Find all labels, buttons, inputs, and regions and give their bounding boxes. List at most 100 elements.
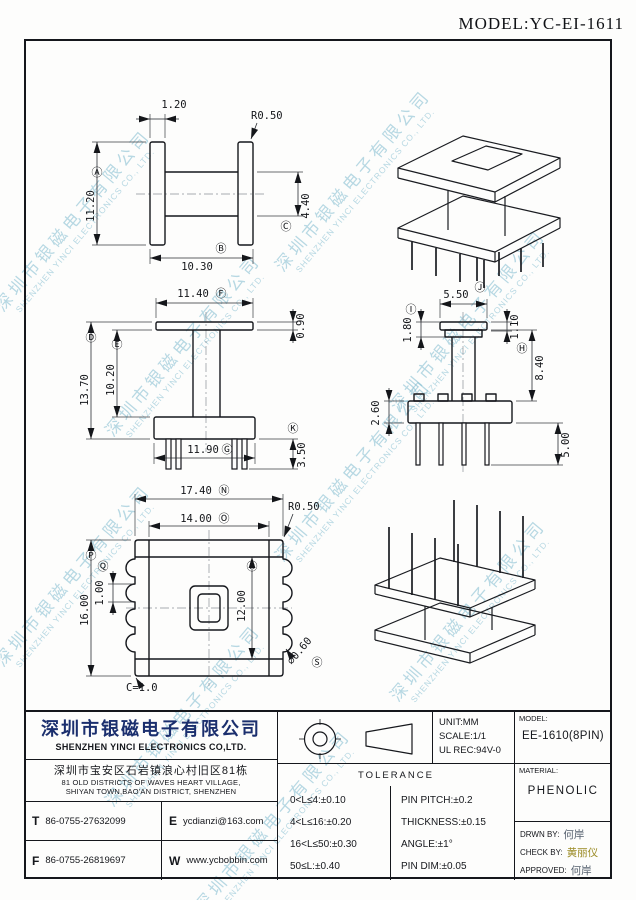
dim-letter-k: Ⓚ [288, 422, 299, 435]
base-face [374, 557, 536, 609]
dim-text-front-width: 10.30 [181, 261, 213, 273]
telephone-cell: T 86-0755-27632099 [25, 802, 162, 841]
top-overall-depth-dimension: Ⓟ 16.00 [79, 539, 131, 677]
pin [165, 438, 172, 470]
model-label: MODEL: [519, 714, 548, 723]
dim-letter-b: Ⓑ [216, 242, 227, 255]
base-tooth [461, 393, 473, 402]
dim-text-front-radius: R0.50 [251, 110, 283, 122]
dim-text-front-flange: 1.20 [161, 99, 186, 111]
approved-row: APPROVED: 何岸 [515, 861, 611, 879]
company-name-cn: 深圳市银磁电子有限公司 [41, 719, 261, 739]
side-pin-length-dimension: Ⓚ 3.50 [249, 422, 308, 470]
fax-cell: F 86-0755-26819697 [25, 841, 162, 880]
dim-text-top-pin-diameter: ⌀0.60 [285, 635, 315, 667]
end-window-height-dimension: Ⓗ 8.40 [491, 329, 546, 402]
dim-text-side-window-height: 10.20 [105, 364, 117, 396]
dim-letter-g: Ⓖ [222, 443, 233, 456]
side-overall-height-dimension: Ⓓ 13.70 [79, 321, 152, 440]
top-flange-outline [155, 321, 254, 331]
check-by-label: CHECK BY: [520, 847, 563, 857]
dim-text-front-height: 11.20 [85, 190, 97, 222]
material-value: PHENOLIC [527, 785, 599, 797]
dim-text-top-radius: R0.50 [288, 501, 320, 513]
dim-text-top-slot: 1.00 [94, 580, 106, 605]
dim-text-top-inner-width: 14.00 [180, 513, 212, 525]
dim-text-end-top-width: 5.50 [443, 289, 468, 301]
unit-text: UNIT:MM [439, 717, 479, 728]
top-inner-depth-dimension: Ⓡ 12.00 [236, 557, 258, 659]
email-cell: E ycdianzi@163.com [162, 802, 278, 841]
leader-line [285, 648, 296, 660]
right-flange-outline [237, 141, 254, 246]
end-view: Ⓘ 1.80 5.50 Ⓙ 1.10 [370, 281, 572, 472]
dim-letter-i: Ⓘ [406, 303, 417, 316]
isometric-view-pins-up [374, 500, 536, 664]
email-address: ycdianzi@163.com [183, 815, 264, 827]
tolerance-divider [390, 786, 391, 880]
tolerance-row: 0<L≤4:±0.10 [290, 795, 346, 806]
dim-letter-j: Ⓙ [475, 281, 486, 294]
model-cell: MODEL: EE-1610(8PIN) [515, 712, 611, 764]
dim-letter-r: Ⓡ [247, 560, 258, 573]
approved-label: APPROVED: [520, 865, 567, 875]
dim-letter-h: Ⓗ [517, 342, 528, 355]
material-cell: MATERIAL: PHENOLIC [515, 764, 611, 822]
signature-cell: DRWN BY: 何岸 CHECK BY: 黄丽仪 APPROVED: 何岸 [515, 822, 611, 880]
base-outline [153, 416, 256, 440]
check-by-name: 黄丽仪 [566, 846, 599, 859]
dim-text-front-window: 4.40 [300, 193, 312, 218]
dim-text-side-pin-length: 3.50 [296, 442, 308, 467]
dim-text-top-inner-depth: 12.00 [236, 590, 248, 622]
drawing-model-number: MODEL:YC-EI-1611 [458, 14, 624, 33]
tolerance-row: PIN DIM:±0.05 [401, 861, 467, 872]
drawn-by-label: DRWN BY: [520, 829, 560, 839]
dim-text-side-top-width: 11.40 [177, 288, 209, 300]
dim-letter-e: Ⓔ [112, 338, 123, 351]
flange-underside-edge [374, 634, 536, 664]
base-outline [407, 400, 513, 424]
core-bore-outline [197, 593, 221, 623]
tolerance-feature-column: PIN PITCH:±0.2 THICKNESS:±0.15 ANGLE:±1°… [391, 790, 514, 878]
unit-cell: UNIT:MM SCALE:1/1 UL REC:94V-0 [433, 712, 515, 764]
base-tooth [413, 393, 425, 402]
email-label: E [169, 814, 178, 828]
dim-text-end-pin-length: 5.00 [560, 432, 572, 457]
dim-text-top-overall-width: 17.40 [180, 485, 212, 497]
dim-letter-q: Ⓠ [98, 560, 109, 573]
first-angle-projection-symbol [299, 719, 413, 759]
dim-letter-a: Ⓐ [92, 166, 103, 179]
symbol-inner-circle [312, 731, 328, 747]
drawn-by-row: DRWN BY: 何岸 [515, 825, 611, 843]
projection-symbol-cell [278, 712, 433, 764]
tolerance-cell: TOLERANCE 0<L≤4:±0.10 4<L≤16:±0.20 16<L≤… [278, 764, 515, 880]
title-block: 深圳市银磁电子有限公司 SHENZHEN YINCI ELECTRONICS C… [25, 710, 611, 880]
top-slot-dimension: Ⓠ 1.00 [94, 560, 133, 615]
website-cell: W www.ycbobbin.com [162, 841, 278, 880]
top-inner-width-dimension: 14.00 Ⓞ [148, 512, 270, 537]
dim-letter-s: Ⓢ [312, 656, 323, 669]
pin [415, 422, 421, 466]
top-radius-dimension: R0.50 [283, 501, 320, 538]
core-outline [189, 585, 229, 631]
front-window-dimension: Ⓒ 4.40 [257, 171, 312, 233]
front-flange-dimension: 1.20 [136, 99, 187, 138]
isometric-view-pins-down [397, 135, 561, 288]
front-height-dimension: Ⓐ 11.20 [85, 141, 146, 246]
flange-underside-edge [397, 167, 561, 203]
base-tooth [485, 393, 497, 402]
fax-label: F [32, 853, 40, 868]
tolerance-row: THICKNESS:±0.15 [401, 817, 486, 828]
top-overall-width-dimension: 17.40 Ⓝ [134, 484, 284, 536]
tolerance-row: PIN PITCH:±0.2 [401, 795, 473, 806]
approved-name: 何岸 [570, 864, 592, 877]
dim-text-end-window-height: 8.40 [534, 355, 546, 380]
front-width-dimension: Ⓑ 10.30 [149, 242, 254, 273]
address-cn: 深圳市宝安区石岩镇浪心村旧区81栋 [53, 765, 249, 777]
end-top-width-dimension: 5.50 Ⓙ [439, 281, 488, 318]
dim-text-side-base-width: 11.90 [187, 444, 219, 456]
leader-line [283, 513, 294, 538]
fax-number: 86-0755-26819697 [45, 855, 126, 866]
dim-text-side-overall-height: 13.70 [79, 374, 91, 406]
check-by-row: CHECK BY: 黄丽仪 [515, 843, 611, 861]
